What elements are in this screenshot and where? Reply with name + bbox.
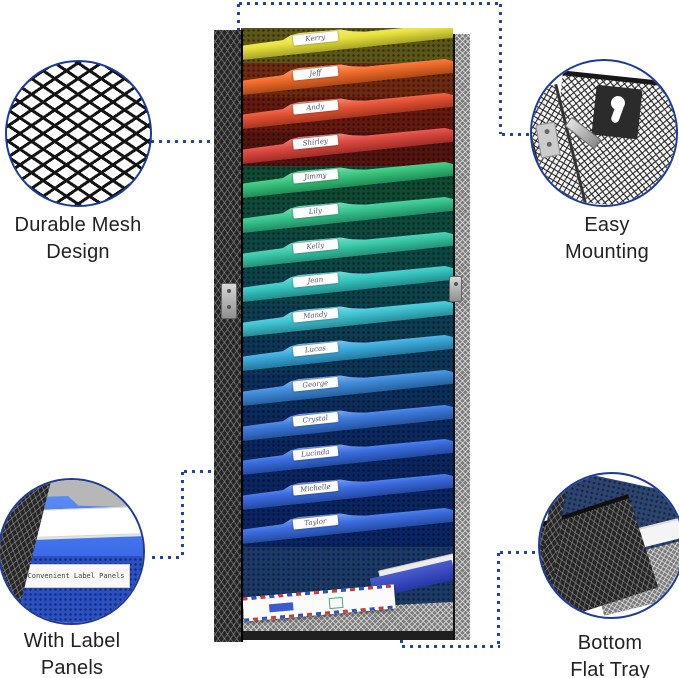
caption-line: With Label	[23, 630, 121, 652]
envelope-stamp	[268, 602, 294, 613]
hinge-left	[221, 283, 237, 319]
dotted-connector-mesh	[151, 140, 240, 143]
dotted-connector-mount	[502, 133, 532, 136]
caption-line: Easy	[584, 214, 630, 236]
right-mesh-frame	[453, 34, 470, 640]
caption-durable-mesh: Durable Mesh Design	[8, 212, 148, 266]
folder-row: Jean	[241, 270, 453, 307]
dotted-connector-top-right	[499, 4, 502, 134]
caption-bottom-flat-tray: Bottom Flat Tray	[543, 630, 677, 678]
caption-line: Durable Mesh	[14, 214, 142, 236]
dotted-connector-tray-c	[497, 553, 500, 648]
keyhole-plate	[591, 84, 643, 140]
folder-row: Jimmy	[241, 166, 453, 203]
hinge-right	[449, 276, 462, 302]
label-panel-inset: Convenient Label Panels	[0, 478, 145, 625]
mounting-detail-inset	[530, 59, 678, 207]
folder-row: Shirley	[241, 132, 453, 168]
folder-row: Crystal	[241, 409, 453, 445]
folder-row: Lucas	[241, 339, 453, 376]
bottom-tray-zone	[241, 547, 453, 640]
folder-row: Lucinda	[241, 443, 453, 480]
dotted-connector-top	[239, 2, 501, 5]
caption-line: Bottom	[577, 632, 643, 654]
folder-row: Mandy	[241, 305, 453, 341]
folder: Kerry	[241, 28, 453, 61]
dotted-connector-label-a	[152, 556, 184, 559]
folder-row: Kerry	[241, 28, 453, 64]
folder-row: Taylor	[241, 512, 453, 549]
folder-row: Jeff	[241, 63, 453, 99]
organizer-body: Kerry Jeff Andy Shirley Jimmy Lily Kelly	[241, 28, 453, 640]
left-mesh-frame	[214, 30, 243, 642]
caption-line: Panels	[40, 657, 104, 678]
tray-bottom-bar	[241, 631, 453, 640]
dotted-connector-tray-b	[402, 645, 500, 648]
caption-line: Mounting	[565, 241, 649, 263]
folder-row: George	[241, 374, 453, 410]
dotted-connector-label-b	[181, 472, 184, 559]
inset-label-panel: Convenient Label Panels	[22, 564, 130, 588]
folder-row: Lily	[241, 201, 453, 237]
mesh-detail-inset	[5, 60, 152, 207]
paper-sheets	[33, 506, 143, 538]
folder-row: Kelly	[241, 236, 453, 272]
folder-row: Michelle	[241, 478, 453, 514]
caption-with-label-panels: With Label Panels	[2, 628, 142, 678]
flat-tray-inset	[538, 472, 679, 619]
envelope-mark	[328, 596, 344, 610]
folder-row: Andy	[241, 97, 453, 134]
dotted-connector-top-left	[237, 4, 240, 40]
caption-line: Flat Tray	[570, 659, 650, 678]
caption-easy-mounting: Easy Mounting	[540, 212, 674, 266]
caption-line: Design	[46, 241, 110, 263]
dotted-connector-tray-d	[500, 551, 538, 554]
